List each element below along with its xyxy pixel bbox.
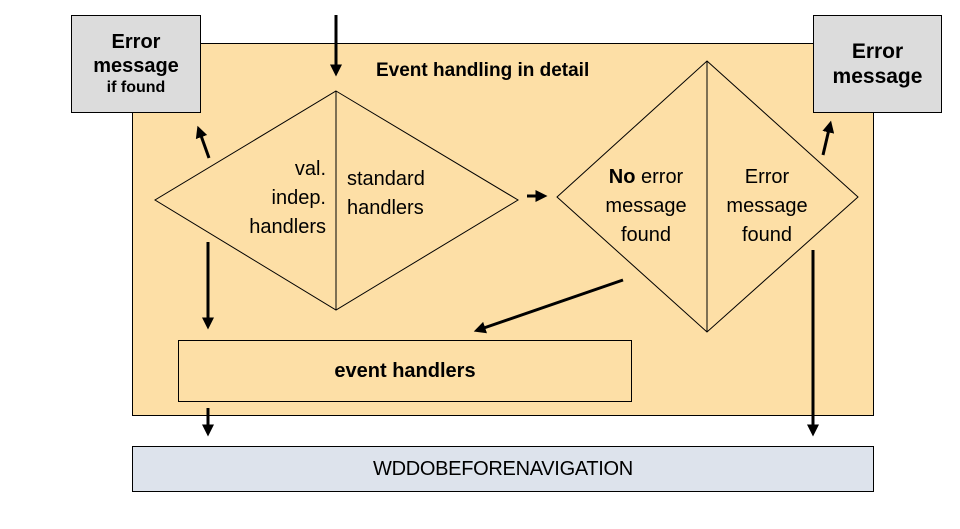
val-indep-handlers-label: val. indep. handlers — [249, 158, 326, 238]
error-box-left-line3: if found — [106, 79, 166, 97]
error-message-box: Error message — [813, 15, 942, 113]
error-box-left-line1: Error — [111, 31, 161, 54]
standard-handlers-label: standard handlers — [347, 168, 425, 219]
diagram-title: Event handling in detail — [376, 60, 590, 81]
error-box-right-line1: Error — [851, 39, 904, 63]
navigation-label: WDDOBEFORENAVIGATION — [373, 457, 633, 480]
error-message-if-found-box: Error message if found — [71, 15, 201, 113]
error-box-right-line2: message — [832, 65, 923, 88]
wddobeforenavigation-bar: WDDOBEFORENAVIGATION — [132, 446, 874, 492]
event-handlers-label: event handlers — [334, 359, 476, 382]
error-message-found-label: Error message found — [726, 166, 808, 246]
error-box-left-line2: message — [93, 55, 179, 78]
no-error-message-found-label: No error message found — [605, 166, 687, 246]
event-handlers-box: event handlers — [178, 340, 632, 402]
